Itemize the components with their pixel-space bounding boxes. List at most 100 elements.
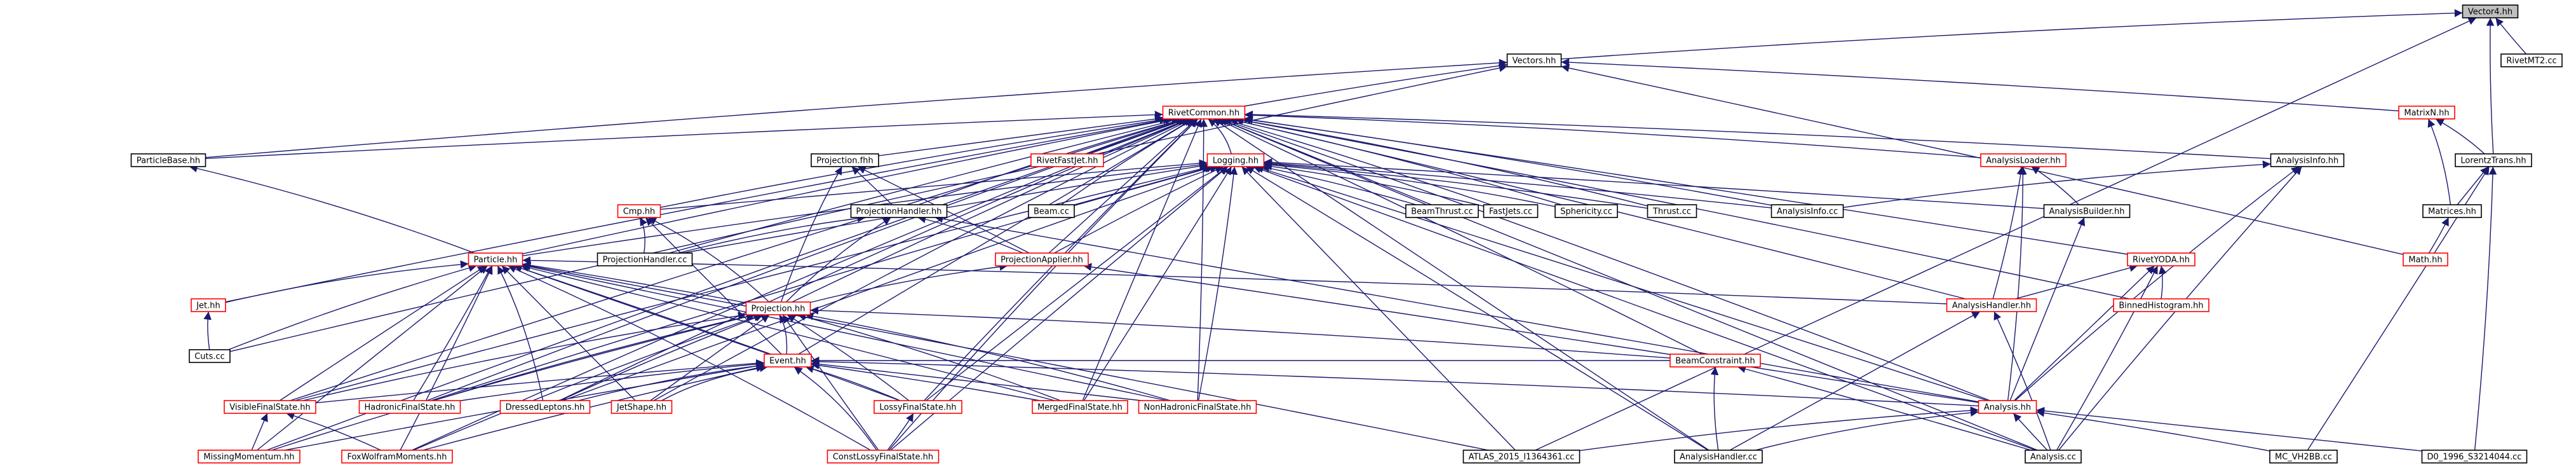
node-projectionhandlercc[interactable]: ProjectionHandler.cc [597, 252, 693, 266]
node-analysisbuilder[interactable]: AnalysisBuilder.hh [2043, 204, 2131, 218]
node-box [358, 400, 461, 414]
node-dressedleptons[interactable]: DressedLeptons.hh [499, 400, 591, 414]
edge-constlossyfs-to-particle [508, 265, 871, 451]
node-projectionfh[interactable]: Projection.fhh [811, 153, 879, 167]
node-mathhh[interactable]: Math.hh [2403, 252, 2448, 266]
edge-analysishh-to-analysisloader [2007, 166, 2027, 401]
edge-jetshape-to-rivetcommon [653, 118, 1192, 401]
node-jetshape[interactable]: JetShape.hh [610, 400, 673, 414]
node-box [811, 153, 879, 167]
node-logging[interactable]: Logging.hh [1206, 153, 1265, 167]
node-rivetcommon[interactable]: RivetCommon.hh [1162, 106, 1246, 120]
node-box [610, 400, 673, 414]
node-label: ProjectionApplier.hh [1001, 256, 1083, 265]
edge-particle-to-particlebase [189, 164, 475, 254]
node-foxwolfram[interactable]: FoxWolframMoments.hh [341, 450, 453, 464]
edge-analysishandlercc-to-beamconstraint [1710, 366, 1719, 451]
node-visiblefs[interactable]: VisibleFinalState.hh [224, 400, 316, 414]
node-nonhadronicfs[interactable]: NonHadronicFinalState.hh [1138, 400, 1257, 414]
edge-analysiscc-to-logging [1253, 165, 2036, 451]
node-label: RivetCommon.hh [1168, 109, 1240, 118]
node-jet[interactable]: Jet.hh [191, 298, 226, 312]
node-box [191, 298, 226, 312]
edge-projectionfh-to-rivetcommon [878, 114, 1163, 156]
node-particle[interactable]: Particle.hh [468, 252, 523, 266]
node-box [745, 301, 811, 315]
node-constlossyfs[interactable]: ConstLossyFinalState.hh [826, 450, 940, 464]
node-thrust[interactable]: Thrust.cc [1647, 204, 1697, 218]
edge-jetshape-to-projectionhh [650, 314, 770, 401]
edge-analysiscc-to-analysishh [2013, 413, 2048, 451]
node-label: ProjectionHandler.hh [856, 207, 942, 217]
node-box [1206, 153, 1265, 167]
edge-cuts-to-particle [228, 264, 477, 350]
node-label: AnalysisInfo.cc [1777, 207, 1838, 217]
node-label: JetShape.hh [616, 403, 666, 413]
node-label: Projection.fhh [816, 156, 873, 166]
node-box [499, 400, 591, 414]
node-lossyfs[interactable]: LossyFinalState.hh [873, 400, 962, 414]
node-fastjets[interactable]: FastJets.cc [1483, 204, 1539, 218]
node-rivetmt2[interactable]: RivetMT2.cc [2500, 53, 2563, 67]
edge-lorentztrans-to-matrixn [2435, 118, 2485, 155]
edge-projectionapplier-to-logging [1054, 166, 1224, 254]
node-beamconstraint[interactable]: BeamConstraint.hh [1669, 354, 1761, 368]
node-matrixn[interactable]: MatrixN.hh [2398, 106, 2455, 120]
edge-analysiscc-to-beamconstraint [1737, 365, 2031, 451]
node-d0[interactable]: D0_1996_S3214044.cc [2421, 450, 2528, 464]
node-atlas[interactable]: ATLAS_2015_I1364361.cc [1462, 450, 1581, 464]
node-label: Vectors.hh [1513, 57, 1556, 66]
node-event[interactable]: Event.hh [764, 354, 812, 368]
edge-particle-to-rivetcommon [522, 116, 1173, 254]
edge-analysishh-to-analysisinfohh [2014, 166, 2300, 401]
node-projectionhh[interactable]: Projection.hh [745, 301, 811, 315]
node-binnedhisto[interactable]: BinnedHistogram.hh [2113, 298, 2209, 312]
node-box [1030, 153, 1104, 167]
edge-analysishh-to-projectionhandlerhh [934, 214, 1979, 403]
node-particlebase[interactable]: ParticleBase.hh [130, 153, 206, 167]
node-sphericity[interactable]: Sphericity.cc [1554, 204, 1618, 218]
node-projectionapplier[interactable]: ProjectionApplier.hh [995, 252, 1089, 266]
node-analysiscc[interactable]: Analysis.cc [2025, 450, 2082, 464]
node-box [873, 400, 962, 414]
node-label: MatrixN.hh [2404, 109, 2449, 118]
node-analysisloader[interactable]: AnalysisLoader.hh [1980, 153, 2067, 167]
node-beamcc[interactable]: Beam.cc [1028, 204, 1075, 218]
edge-mergedfs-to-rivetcommon [1082, 118, 1202, 401]
node-label: BeamConstraint.hh [1675, 357, 1755, 366]
node-cuts[interactable]: Cuts.cc [189, 349, 231, 363]
node-cmp[interactable]: Cmp.hh [617, 204, 661, 218]
node-hadronicfs[interactable]: HadronicFinalState.hh [358, 400, 461, 414]
node-projectionhandlerhh[interactable]: ProjectionHandler.hh [850, 204, 948, 218]
node-rivetyoda[interactable]: RivetYODA.hh [2127, 252, 2195, 266]
edge-hadronicfs-to-particle [413, 265, 492, 401]
edge-visiblefs-to-projectionhh [302, 312, 746, 401]
node-analysishandlerhh[interactable]: AnalysisHandler.hh [1946, 298, 2037, 312]
edge-analysishandlerhh-to-rivetyoda [2014, 264, 2138, 299]
node-analysisinfocc[interactable]: AnalysisInfo.cc [1770, 204, 1844, 218]
node-mergedfs[interactable]: MergedFinalState.hh [1032, 400, 1128, 414]
edge-matrices-to-lorentztrans [2457, 166, 2489, 205]
node-box [995, 252, 1089, 266]
node-box [2113, 298, 2209, 312]
node-beamthrust[interactable]: BeamThrust.cc [1405, 204, 1479, 218]
node-analysishh[interactable]: Analysis.hh [1978, 400, 2037, 414]
node-mcvh2bb[interactable]: MC_VH2BB.cc [2269, 450, 2338, 464]
node-box [1483, 204, 1539, 218]
node-analysishandlercc[interactable]: AnalysisHandler.cc [1674, 450, 1763, 464]
edge-projectionhandlercc-to-rivetcommon [668, 116, 1180, 254]
node-matrices[interactable]: Matrices.hh [2422, 204, 2482, 218]
edge-constlossyfs-to-projectionhh [782, 314, 879, 451]
node-rivetfastjet[interactable]: RivetFastJet.hh [1030, 153, 1104, 167]
node-vectors[interactable]: Vectors.hh [1506, 53, 1562, 67]
node-label: ConstLossyFinalState.hh [833, 453, 933, 462]
node-missingmomentum[interactable]: MissingMomentum.hh [198, 450, 300, 464]
node-vector4: Vector4.hh [2462, 4, 2519, 18]
node-label: D0_1996_S3214044.cc [2427, 453, 2522, 462]
node-lorentztrans[interactable]: LorentzTrans.hh [2455, 153, 2532, 167]
edge-rivetcommon-to-vectors [1244, 62, 1507, 107]
edge-nonhadronicfs-to-logging [1197, 166, 1238, 401]
edge-logging-to-rivetcommon [1208, 118, 1232, 155]
node-analysisinfohh[interactable]: AnalysisInfo.hh [2270, 153, 2345, 167]
